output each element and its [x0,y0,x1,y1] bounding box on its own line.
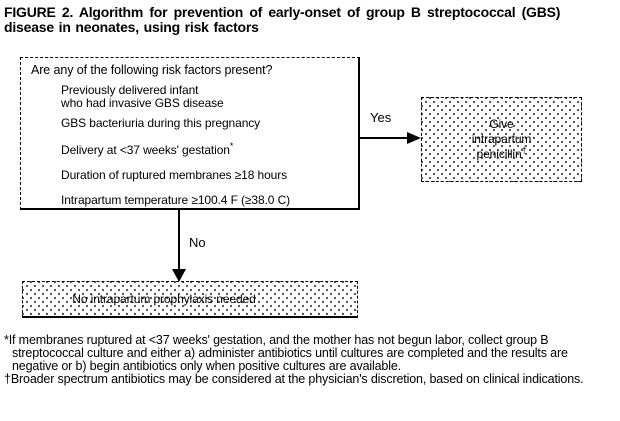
risk-factor-temperature: Intrapartum temperature ≥100.4 F (≥38.0 … [61,193,291,207]
risk-factor-membrane-rupture: Duration of ruptured membranes ≥18 hours [61,168,288,182]
figure-title-line-1: FIGURE 2. Algorithm for prevention of ea… [4,4,561,20]
no-arrow-line [178,210,180,270]
decision-question: Are any of the following risk factors pr… [31,63,273,77]
dagger-footnote-marker: † [521,145,527,155]
yes-branch-label: Yes [370,110,392,125]
penicillin-box-line-3: penicillin† [476,145,527,162]
footnote-asterisk: *If membranes ruptured at <37 weeks' ges… [4,334,617,373]
figure-title: FIGURE 2. Algorithm for prevention of ea… [4,5,620,35]
give-penicillin-box: Give intrapartum penicillin† [421,97,582,182]
footnote-dagger-text: Broader spectrum antibiotics may be cons… [10,372,584,386]
risk-factors-decision-box: Are any of the following risk factors pr… [20,57,360,210]
risk-factor-previous-infant: Previously delivered infant who had inva… [61,83,224,110]
no-arrowhead-icon [172,269,186,282]
yes-arrow-line [360,137,407,139]
footnotes: *If membranes ruptured at <37 weeks' ges… [4,334,617,386]
penicillin-box-line-2: intrapartum [471,132,532,146]
footnote-dagger-marker: † [4,372,11,386]
risk-factor-preterm-delivery: Delivery at <37 weeks' gestation* [61,141,234,157]
penicillin-box-line-1: Give [489,117,514,131]
footnote-asterisk-marker: * [4,333,9,347]
no-prophylaxis-box: No intrapartum prophylaxis needed [22,281,358,318]
asterisk-footnote-marker: * [229,141,234,151]
risk-factor-preterm-delivery-text: Delivery at <37 weeks' gestation [61,143,230,157]
figure-title-line-2: disease in neonates, using risk factors [4,19,259,35]
penicillin-box-line-3-text: penicillin [476,147,522,161]
yes-arrowhead-icon [407,132,421,144]
risk-factor-bacteriuria: GBS bacteriuria during this pregnancy [61,116,261,130]
footnote-dagger: †Broader spectrum antibiotics may be con… [4,373,617,386]
no-branch-label: No [189,235,206,250]
footnote-asterisk-text: If membranes ruptured at <37 weeks' gest… [8,333,568,373]
no-prophylaxis-text: No intrapartum prophylaxis needed [72,292,256,306]
